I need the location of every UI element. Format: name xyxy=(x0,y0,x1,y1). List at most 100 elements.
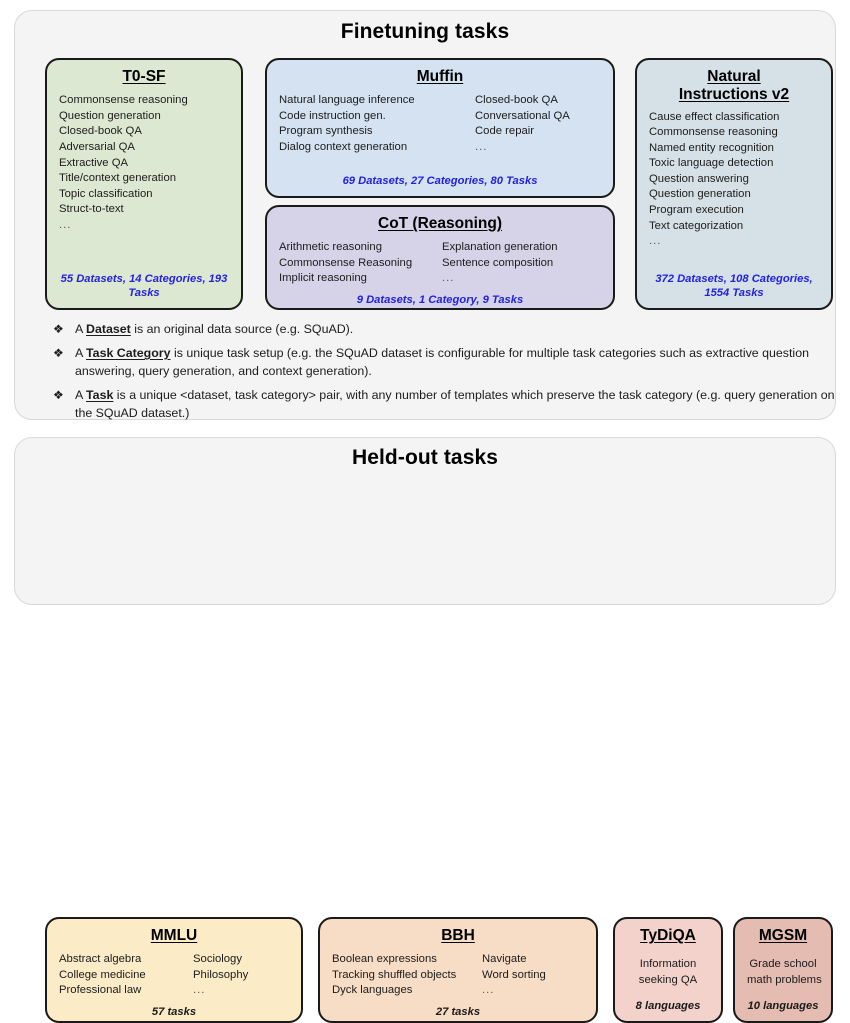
card-mgsm-items: Grade school math problems xyxy=(747,957,822,989)
list-item: Navigate xyxy=(482,953,527,966)
list-item: Cause effect classification xyxy=(649,110,780,123)
list-item: Extractive QA xyxy=(59,156,129,169)
definition-term: Task Category xyxy=(86,345,171,360)
list-item: Named entity recognition xyxy=(649,141,774,154)
card-mgsm[interactable]: MGSM Grade school math problems 10 langu… xyxy=(733,917,833,1023)
card-mmlu[interactable]: MMLU Abstract algebra College medicine P… xyxy=(45,917,303,1023)
card-muffin-stat: 69 Datasets, 27 Categories, 80 Tasks xyxy=(342,175,538,187)
card-tydiqa[interactable]: TyDiQA Information seeking QA 8 language… xyxy=(613,917,723,1023)
card-muffin-title: Muffin xyxy=(416,68,464,85)
definition-row-dataset: ❖ A Dataset is an original data source (… xyxy=(49,321,839,339)
card-mmlu-title: MMLU xyxy=(150,927,198,944)
card-niv2-stat: 372 Datasets, 108 Categories, 1554 Tasks xyxy=(655,273,813,299)
list-item: Arithmetic reasoning xyxy=(279,241,382,254)
list-item: Abstract algebra xyxy=(59,953,142,966)
definition-suffix: is an original data source (e.g. SQuAD). xyxy=(130,322,354,336)
diamond-bullet-icon: ❖ xyxy=(53,322,64,336)
list-item: Information xyxy=(639,958,697,971)
list-item: Question answering xyxy=(649,172,749,185)
list-item: Professional law xyxy=(59,984,142,997)
card-mgsm-stat: 10 languages xyxy=(747,1000,819,1012)
definitions-list: ❖ A Dataset is an original data source (… xyxy=(49,321,839,429)
list-item: Conversational QA xyxy=(475,109,570,122)
list-item: Question generation xyxy=(59,109,161,122)
card-cot-items-left: Arithmetic reasoning Commonsense Reasoni… xyxy=(279,240,442,287)
card-muffin-items: Natural language inference Code instruct… xyxy=(279,93,601,155)
list-item: Adversarial QA xyxy=(59,141,135,154)
definition-term: Task xyxy=(86,387,114,402)
list-item: Commonsense reasoning xyxy=(59,94,188,107)
heldout-panel-title: Held-out tasks xyxy=(351,446,499,469)
card-mmlu-items: Abstract algebra College medicine Profes… xyxy=(59,952,289,999)
card-t0sf-title: T0-SF xyxy=(122,68,166,85)
list-item: Commonsense reasoning xyxy=(649,126,778,139)
list-item: Topic classification xyxy=(59,187,153,200)
list-item: Word sorting xyxy=(482,968,546,981)
definition-text-task-category: A Task Category is unique task setup (e.… xyxy=(75,345,839,381)
list-item-ellipsis: ... xyxy=(59,218,72,231)
card-mmlu-stat: 57 tasks xyxy=(151,1006,197,1019)
card-tydiqa-stat: 8 languages xyxy=(635,1000,701,1012)
card-niv2-items: Cause effect classification Commonsense … xyxy=(649,110,819,250)
list-item: math problems xyxy=(747,974,822,987)
held-out-tasks-panel: Held-out tasks MMLU Abstract algebra Col… xyxy=(14,437,836,1023)
list-item: Code repair xyxy=(475,125,535,138)
list-item-ellipsis: ... xyxy=(475,141,488,154)
list-item: Toxic language detection xyxy=(649,157,774,170)
card-muffin-items-left: Natural language inference Code instruct… xyxy=(279,93,475,155)
list-item-ellipsis: ... xyxy=(442,272,455,285)
card-bbh-items-right: Navigate Word sorting ... xyxy=(482,952,546,999)
list-item: Philosophy xyxy=(193,968,249,981)
card-mmlu-items-left: Abstract algebra College medicine Profes… xyxy=(59,952,193,999)
list-item: Closed-book QA xyxy=(475,94,558,107)
card-bbh[interactable]: BBH Boolean expressions Tracking shuffle… xyxy=(318,917,598,1023)
list-item: Title/context generation xyxy=(59,172,177,185)
card-cot-items-right: Explanation generation Sentence composit… xyxy=(442,240,558,287)
card-muffin-items-right: Closed-book QA Conversational QA Code re… xyxy=(475,93,570,155)
definition-text-task: A Task is a unique <dataset, task catego… xyxy=(75,387,839,423)
card-bbh-items: Boolean expressions Tracking shuffled ob… xyxy=(332,952,584,999)
definition-prefix: A xyxy=(75,387,87,402)
card-natural-instructions-v2[interactable]: Natural Instructions v2 Cause effect cla… xyxy=(635,58,833,310)
list-item: seeking QA xyxy=(638,974,698,987)
list-item: Boolean expressions xyxy=(332,953,437,966)
card-niv2-title-line1: Natural xyxy=(707,68,761,85)
diamond-bullet-icon: ❖ xyxy=(53,387,64,402)
list-item: Question generation xyxy=(649,188,751,201)
list-item: Closed-book QA xyxy=(59,125,142,138)
list-item-ellipsis: ... xyxy=(482,984,495,997)
card-t0sf[interactable]: T0-SF Commonsense reasoning Question gen… xyxy=(45,58,243,310)
list-item: Explanation generation xyxy=(442,241,558,254)
card-muffin[interactable]: Muffin Natural language inference Code i… xyxy=(265,58,615,198)
definition-prefix: A xyxy=(75,345,87,360)
list-item: Sociology xyxy=(193,953,242,966)
list-item: Natural language inference xyxy=(279,94,415,107)
diamond-bullet-icon: ❖ xyxy=(53,345,64,360)
card-bbh-title: BBH xyxy=(441,927,475,944)
card-cot-stat: 9 Datasets, 1 Category, 9 Tasks xyxy=(356,294,524,307)
list-item: College medicine xyxy=(59,968,146,981)
card-cot[interactable]: CoT (Reasoning) Arithmetic reasoning Com… xyxy=(265,205,615,310)
card-niv2-title: Natural Instructions v2 xyxy=(649,68,819,105)
card-tydiqa-title: TyDiQA xyxy=(640,927,696,944)
list-item: Sentence composition xyxy=(442,256,554,269)
definition-suffix: is unique task setup (e.g. the SQuAD dat… xyxy=(75,345,809,378)
card-cot-title: CoT (Reasoning) xyxy=(378,215,502,232)
card-tydiqa-items: Information seeking QA xyxy=(627,957,709,989)
card-t0sf-stat: 55 Datasets, 14 Categories, 193 Tasks xyxy=(60,273,228,299)
list-item: Code instruction gen. xyxy=(279,109,386,122)
card-bbh-stat: 27 tasks xyxy=(435,1006,481,1019)
list-item-ellipsis: ... xyxy=(193,984,206,997)
list-item-ellipsis: ... xyxy=(649,235,662,248)
card-bbh-items-left: Boolean expressions Tracking shuffled ob… xyxy=(332,952,482,999)
list-item: Dialog context generation xyxy=(279,141,408,154)
card-cot-items: Arithmetic reasoning Commonsense Reasoni… xyxy=(279,240,601,287)
definition-term: Dataset xyxy=(86,322,131,336)
card-mgsm-title: MGSM xyxy=(758,927,808,944)
list-item: Implicit reasoning xyxy=(279,272,367,285)
list-item: Commonsense Reasoning xyxy=(279,256,413,269)
definition-prefix: A xyxy=(75,322,87,336)
list-item: Text categorization xyxy=(649,219,744,232)
list-item: Grade school xyxy=(749,958,817,971)
list-item: Struct-to-text xyxy=(59,203,124,216)
